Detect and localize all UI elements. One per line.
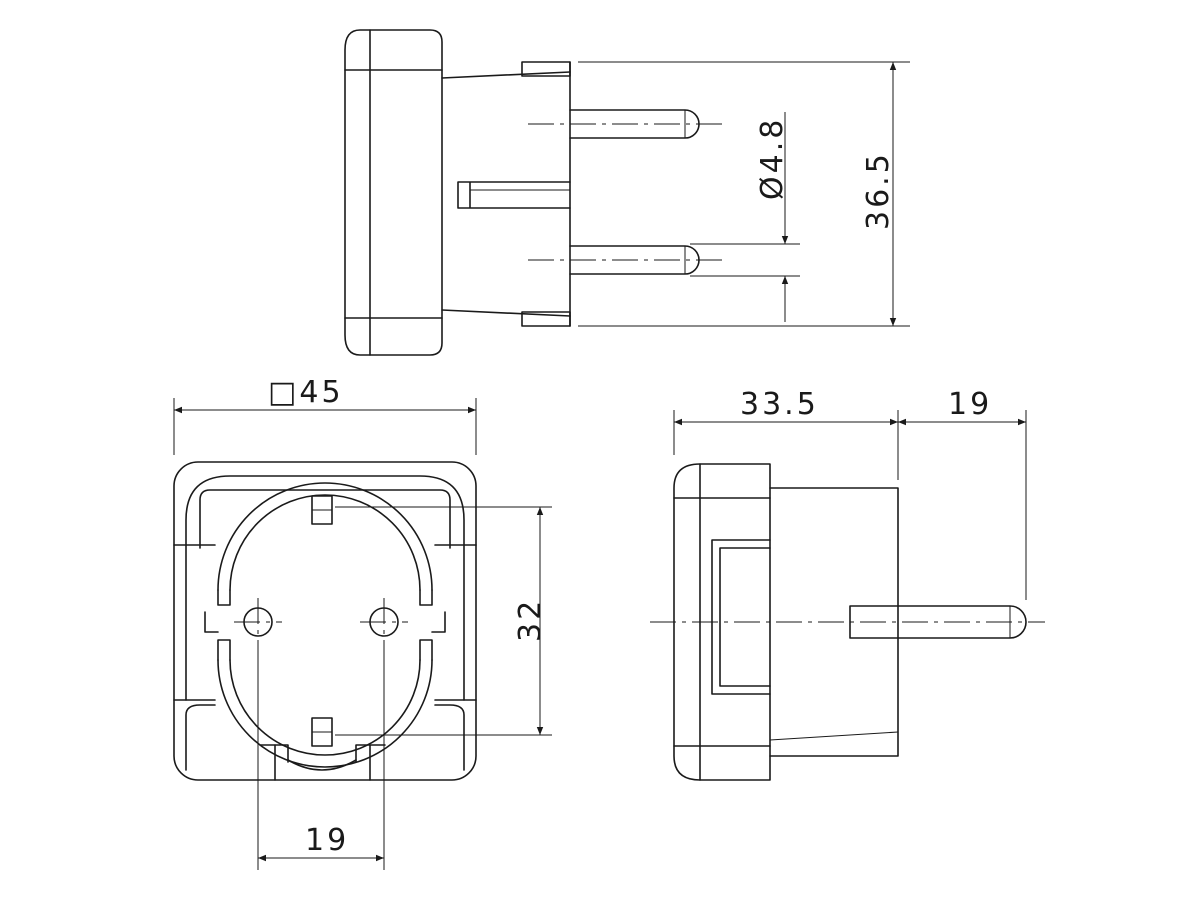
dimension-socket-width: 32 [335,506,552,736]
square-symbol: □ [268,375,299,410]
side-view-pin [849,605,1027,639]
pin-length-value: 19 [948,387,992,422]
height-value: 36.5 [861,151,896,230]
svg-text:Ø4.8: Ø4.8 [755,117,790,200]
dimension-height: 36.5 [578,61,910,327]
socket-outline [217,482,433,768]
top-view-body [369,29,443,356]
top-view-front-cap [344,29,371,356]
dimension-body-depth: 33.5 [673,387,899,480]
side-view [650,463,1045,781]
side-view-body [769,487,899,757]
square-size-value: 45 [299,375,343,410]
dimension-square-size: □45 [173,375,477,455]
front-view [173,461,477,781]
dimension-pin-spacing: 19 [257,640,385,870]
pin-spacing-value: 19 [305,823,349,858]
svg-text:□45: □45 [268,375,344,410]
pin-diameter-value: 4.8 [755,117,790,174]
diameter-symbol: Ø [755,173,790,200]
body-depth-value: 33.5 [740,387,819,422]
top-view [344,29,725,356]
front-view-outer-frame [173,461,477,781]
dimension-pin-length: 19 [898,387,1027,600]
dimension-pin-diameter: Ø4.8 [690,112,800,322]
socket-width-value: 32 [513,598,548,642]
